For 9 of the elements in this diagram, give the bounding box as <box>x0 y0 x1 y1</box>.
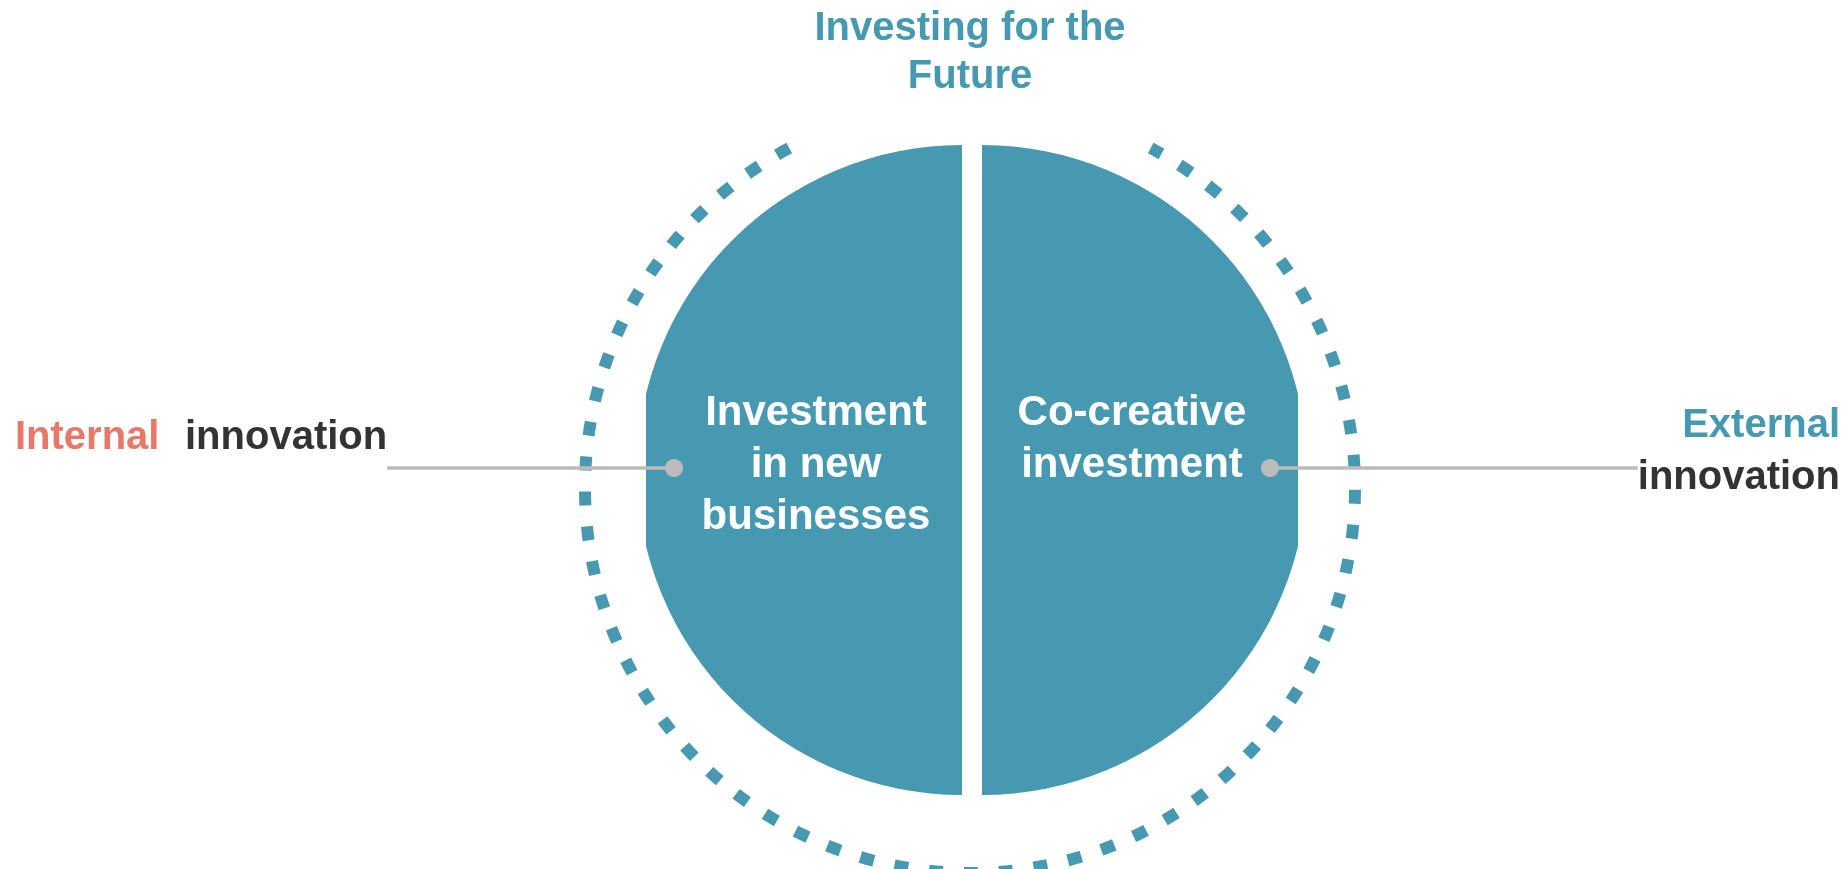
body-text: innovation <box>1637 452 1840 499</box>
heading-text: External <box>1682 400 1840 447</box>
title-text: Investing for the Future <box>813 3 1127 98</box>
leader-line <box>387 458 684 478</box>
leader-line <box>1260 458 1638 478</box>
segment-label: Co-creative investment <box>1016 386 1248 488</box>
body-text: innovation <box>185 412 388 459</box>
segment-label: Investment in new businesses <box>700 386 932 540</box>
heading-text: Internal <box>15 412 160 459</box>
